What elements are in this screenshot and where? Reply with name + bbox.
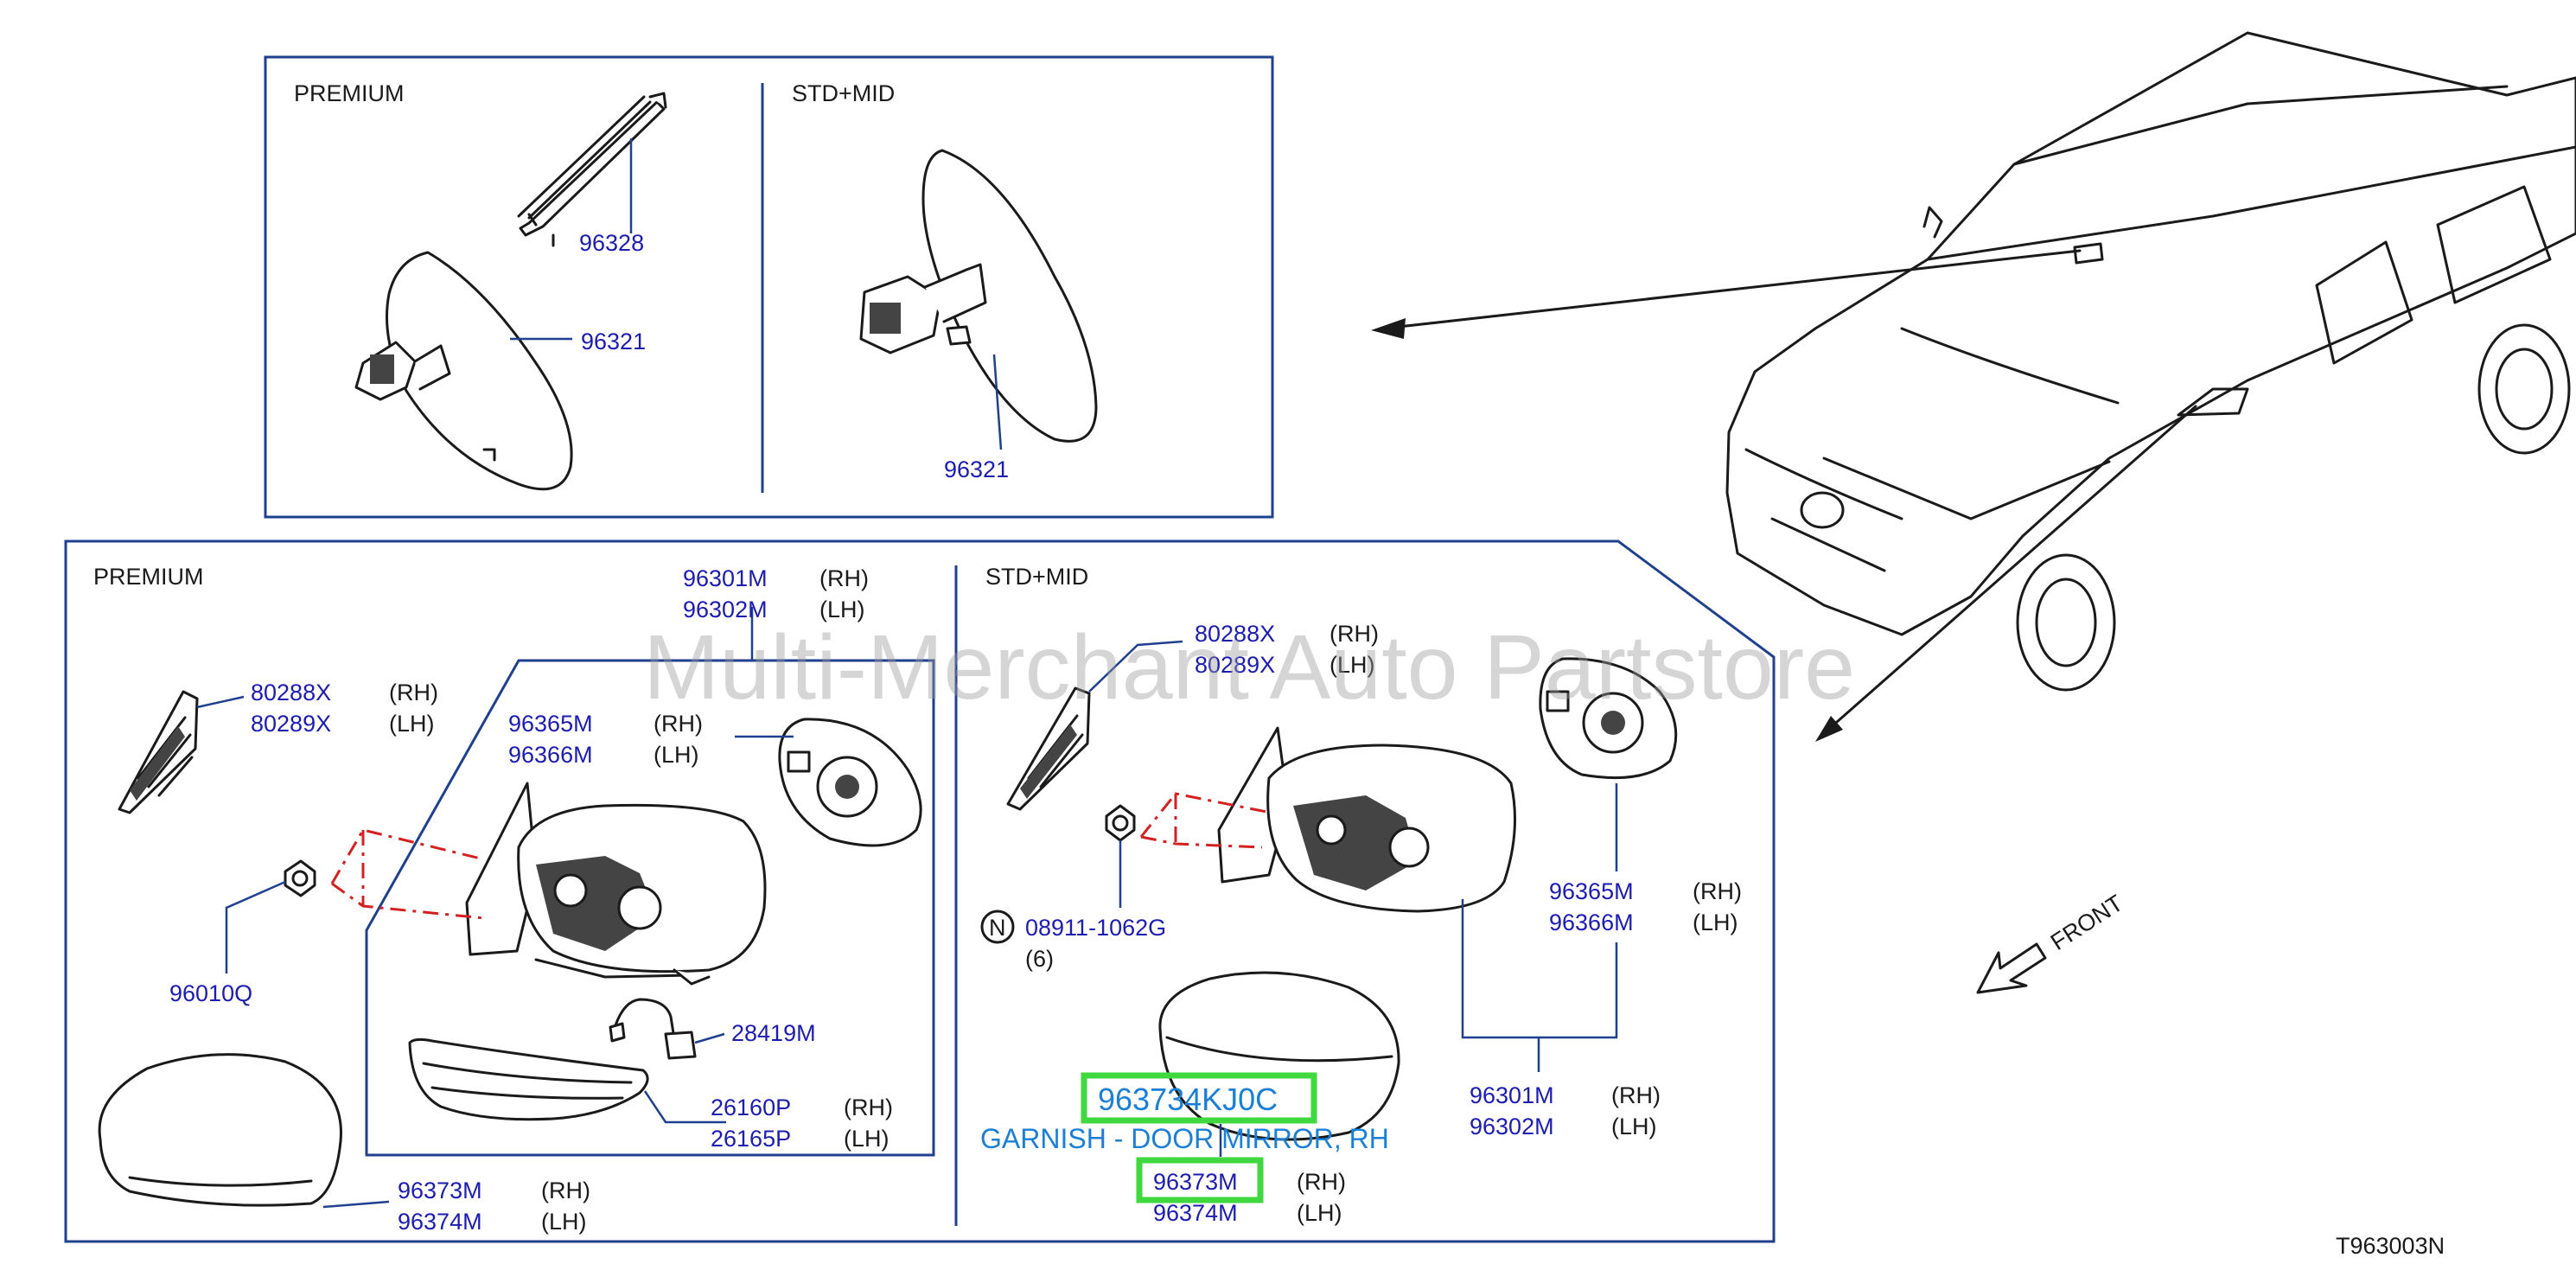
svg-text:(LH): (LH) [844, 1126, 889, 1152]
part-96366M-premium[interactable]: 96366M [508, 742, 593, 768]
vehicle-drawing [1725, 31, 2576, 692]
part-96328-top[interactable]: 96328 [579, 230, 644, 256]
part-96321-stdmid[interactable]: 96321 [944, 456, 1009, 482]
inner-mirror-stdmid-drawing [859, 149, 1098, 443]
front-label: FRONT [2046, 890, 2127, 955]
premium-mirror-assy-box [365, 659, 935, 1157]
part-96365M-stdmid[interactable]: 96365M [1549, 878, 1634, 904]
mirror-assy-stdmid-drawing [1217, 726, 1516, 913]
mirror-glass-stdmid-drawing [1539, 657, 1678, 780]
leader-96321-stdmid [992, 354, 1003, 450]
harness-28419M-drawing [609, 998, 697, 1060]
part-96010Q[interactable]: 96010Q [169, 980, 252, 1006]
part-96302M-stdmid[interactable]: 96302M [1470, 1114, 1554, 1139]
top-premium-title: PREMIUM [294, 80, 405, 106]
part-08911-1062G[interactable]: 08911-1062G [1025, 915, 1166, 941]
svg-text:(LH): (LH) [1329, 652, 1375, 678]
svg-text:(LH): (LH) [389, 711, 435, 737]
highlight-box-part [1081, 1072, 1317, 1124]
part-96301M-stdmid[interactable]: 96301M [1470, 1082, 1554, 1108]
highlight-part-number[interactable]: 963734KJ0C [1098, 1082, 1278, 1117]
part-96374M-premium[interactable]: 96374M [398, 1209, 482, 1235]
dimension-lines-stdmid [1139, 792, 1272, 849]
mirror-cover-stdmid-drawing [1158, 971, 1400, 1141]
part-80289X-premium[interactable]: 80289X [251, 711, 331, 737]
top-stdmid-title: STD+MID [792, 80, 895, 106]
dimension-lines-premium [330, 828, 485, 920]
front-arrow-icon [1976, 942, 2047, 994]
svg-text:(RH): (RH) [1611, 1082, 1661, 1108]
part-96365M-premium[interactable]: 96365M [508, 711, 593, 737]
part-96301M-premium[interactable]: 96301M [683, 565, 768, 591]
part-28419M[interactable]: 28419M [731, 1020, 816, 1046]
part-96373M-premium[interactable]: 96373M [398, 1178, 482, 1203]
part-96373M-stdmid[interactable]: 96373M [1153, 1169, 1238, 1195]
svg-text:(LH): (LH) [654, 742, 699, 768]
part-26165P[interactable]: 26165P [711, 1126, 791, 1152]
nut-qty: (6) [1025, 946, 1054, 972]
svg-text:(RH): (RH) [389, 680, 438, 705]
part-80288X-stdmid[interactable]: 80288X [1195, 621, 1275, 647]
svg-text:(RH): (RH) [1693, 878, 1742, 904]
bottom-panel-frame [64, 539, 1776, 1243]
svg-text:(RH): (RH) [1297, 1169, 1346, 1195]
corner-cover-stdmid-drawing [1006, 686, 1091, 811]
svg-text:(RH): (RH) [844, 1095, 893, 1120]
arrow-inner-mirror [1381, 249, 2082, 330]
bracket-96328-drawing [517, 92, 667, 247]
svg-text:(RH): (RH) [541, 1178, 590, 1203]
nut-08911-drawing [1105, 804, 1136, 842]
arrow-door-mirror [1820, 405, 2197, 737]
nut-96010Q-drawing [284, 859, 316, 897]
part-80288X-premium[interactable]: 80288X [251, 680, 331, 705]
part-96321-premium[interactable]: 96321 [581, 329, 646, 354]
turn-lamp-premium-drawing [408, 1037, 649, 1121]
svg-text:(RH): (RH) [1329, 621, 1379, 647]
n-marker: N [989, 915, 1006, 941]
part-96366M-stdmid[interactable]: 96366M [1549, 910, 1634, 935]
highlight-description: GARNISH - DOOR MIRROR, RH [980, 1123, 1389, 1154]
corner-cover-premium-drawing [118, 690, 199, 814]
svg-text:(LH): (LH) [1693, 910, 1738, 935]
bottom-stdmid-title: STD+MID [985, 564, 1088, 590]
diagram-id: T963003N [2336, 1233, 2445, 1259]
svg-text:(LH): (LH) [541, 1209, 587, 1235]
n-marker-circle [980, 910, 1015, 944]
mirror-cover-premium-drawing [98, 1053, 342, 1207]
part-96302M-premium[interactable]: 96302M [683, 597, 768, 622]
mirror-glass-premium-drawing [778, 718, 922, 847]
highlight-box-ref [1136, 1157, 1264, 1203]
svg-text:(LH): (LH) [1611, 1114, 1657, 1139]
side-rh: (RH) [819, 565, 869, 591]
watermark: Multi-Merchant Auto Partstore [643, 616, 1855, 718]
part-26160P[interactable]: 26160P [711, 1095, 791, 1120]
arrow-head-inner [1371, 318, 1406, 339]
part-96374M-stdmid[interactable]: 96374M [1153, 1200, 1238, 1226]
mirror-assy-premium-drawing [465, 782, 767, 986]
bottom-premium-title: PREMIUM [93, 564, 204, 590]
part-80289X-stdmid[interactable]: 80289X [1195, 652, 1275, 678]
arrow-head-door [1815, 716, 1843, 742]
top-panel-frame [264, 55, 1274, 519]
svg-text:(LH): (LH) [1297, 1200, 1342, 1226]
inner-mirror-premium-drawing [354, 251, 573, 491]
side-lh: (LH) [819, 597, 865, 622]
svg-text:(RH): (RH) [654, 711, 703, 737]
